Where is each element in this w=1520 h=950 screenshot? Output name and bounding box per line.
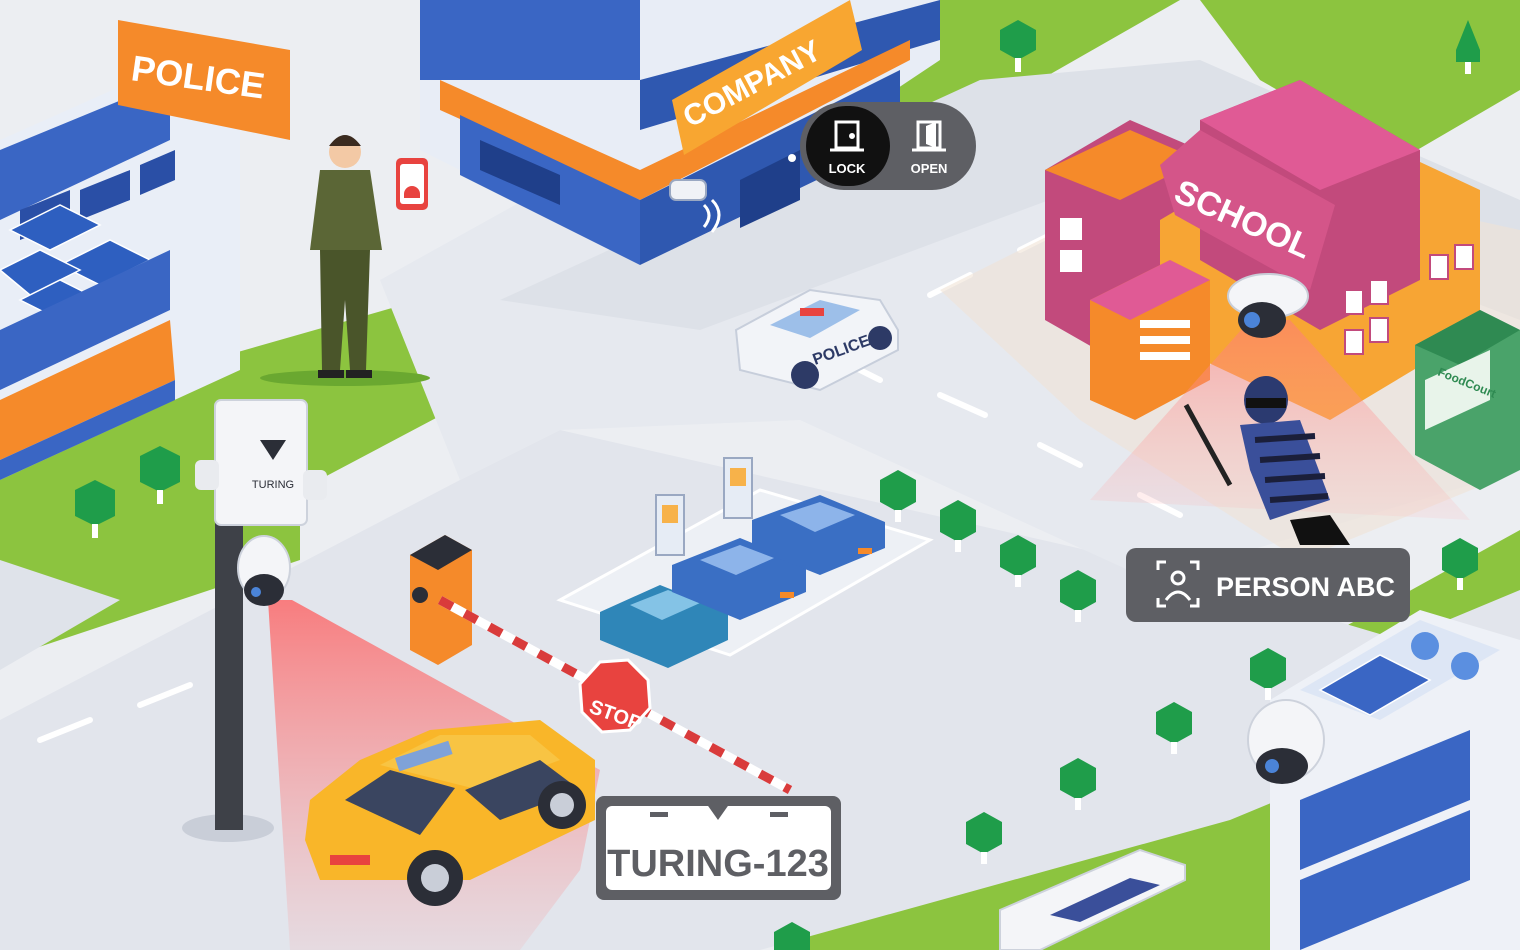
solar-panels: [0, 204, 152, 321]
person-label-text: PERSON ABC: [1216, 572, 1395, 602]
school-camera-beam: [1090, 320, 1470, 520]
parked-car-teal: [600, 585, 728, 668]
wall-camera: [669, 179, 721, 233]
turing-logo-icon: [706, 803, 730, 820]
police-building: POLICE: [0, 20, 290, 480]
ev-charger: [655, 457, 753, 556]
parked-car-blue-2: [752, 495, 885, 575]
camera-pole: TURING: [182, 399, 327, 842]
taxi-car: [305, 720, 595, 906]
police-officer: [260, 135, 430, 386]
lock-option[interactable]: LOCK: [806, 106, 890, 186]
turing-camera-unit: TURING: [195, 399, 327, 526]
siren-icon: [396, 158, 428, 210]
license-plate-text: TURING-123: [607, 843, 829, 885]
door-open-icon: [912, 120, 946, 152]
stop-sign: STOP: [578, 658, 652, 735]
foodcourt-building: FoodCourt: [1415, 310, 1520, 490]
door-closed-icon: [830, 120, 864, 152]
trees: [75, 20, 1480, 950]
lock-label: LOCK: [829, 161, 866, 176]
tower-dome-camera: [1247, 699, 1325, 784]
sky-train: [999, 848, 1186, 950]
face-recognition-panel: PERSON ABC: [1126, 548, 1410, 622]
thief-figure: [1183, 376, 1350, 545]
office-tower: [1270, 610, 1520, 950]
face-scan-icon: [1156, 560, 1200, 608]
parked-car-blue-1: [672, 538, 806, 620]
ptz-camera: [237, 535, 291, 606]
parking-lot: [556, 457, 934, 668]
license-plate-panel: TURING-123: [596, 796, 841, 900]
company-building: COMPANY: [420, 0, 940, 265]
open-option[interactable]: OPEN: [911, 120, 948, 176]
police-sign: POLICE: [118, 20, 290, 140]
turing-logo-icon: [260, 440, 286, 460]
police-car: POLICE: [734, 288, 899, 392]
camera-brand-text: TURING: [252, 479, 294, 491]
door-control-toggle: LOCK OPEN: [788, 102, 976, 190]
open-label: OPEN: [911, 161, 948, 176]
school-dome-camera: [1227, 273, 1309, 338]
